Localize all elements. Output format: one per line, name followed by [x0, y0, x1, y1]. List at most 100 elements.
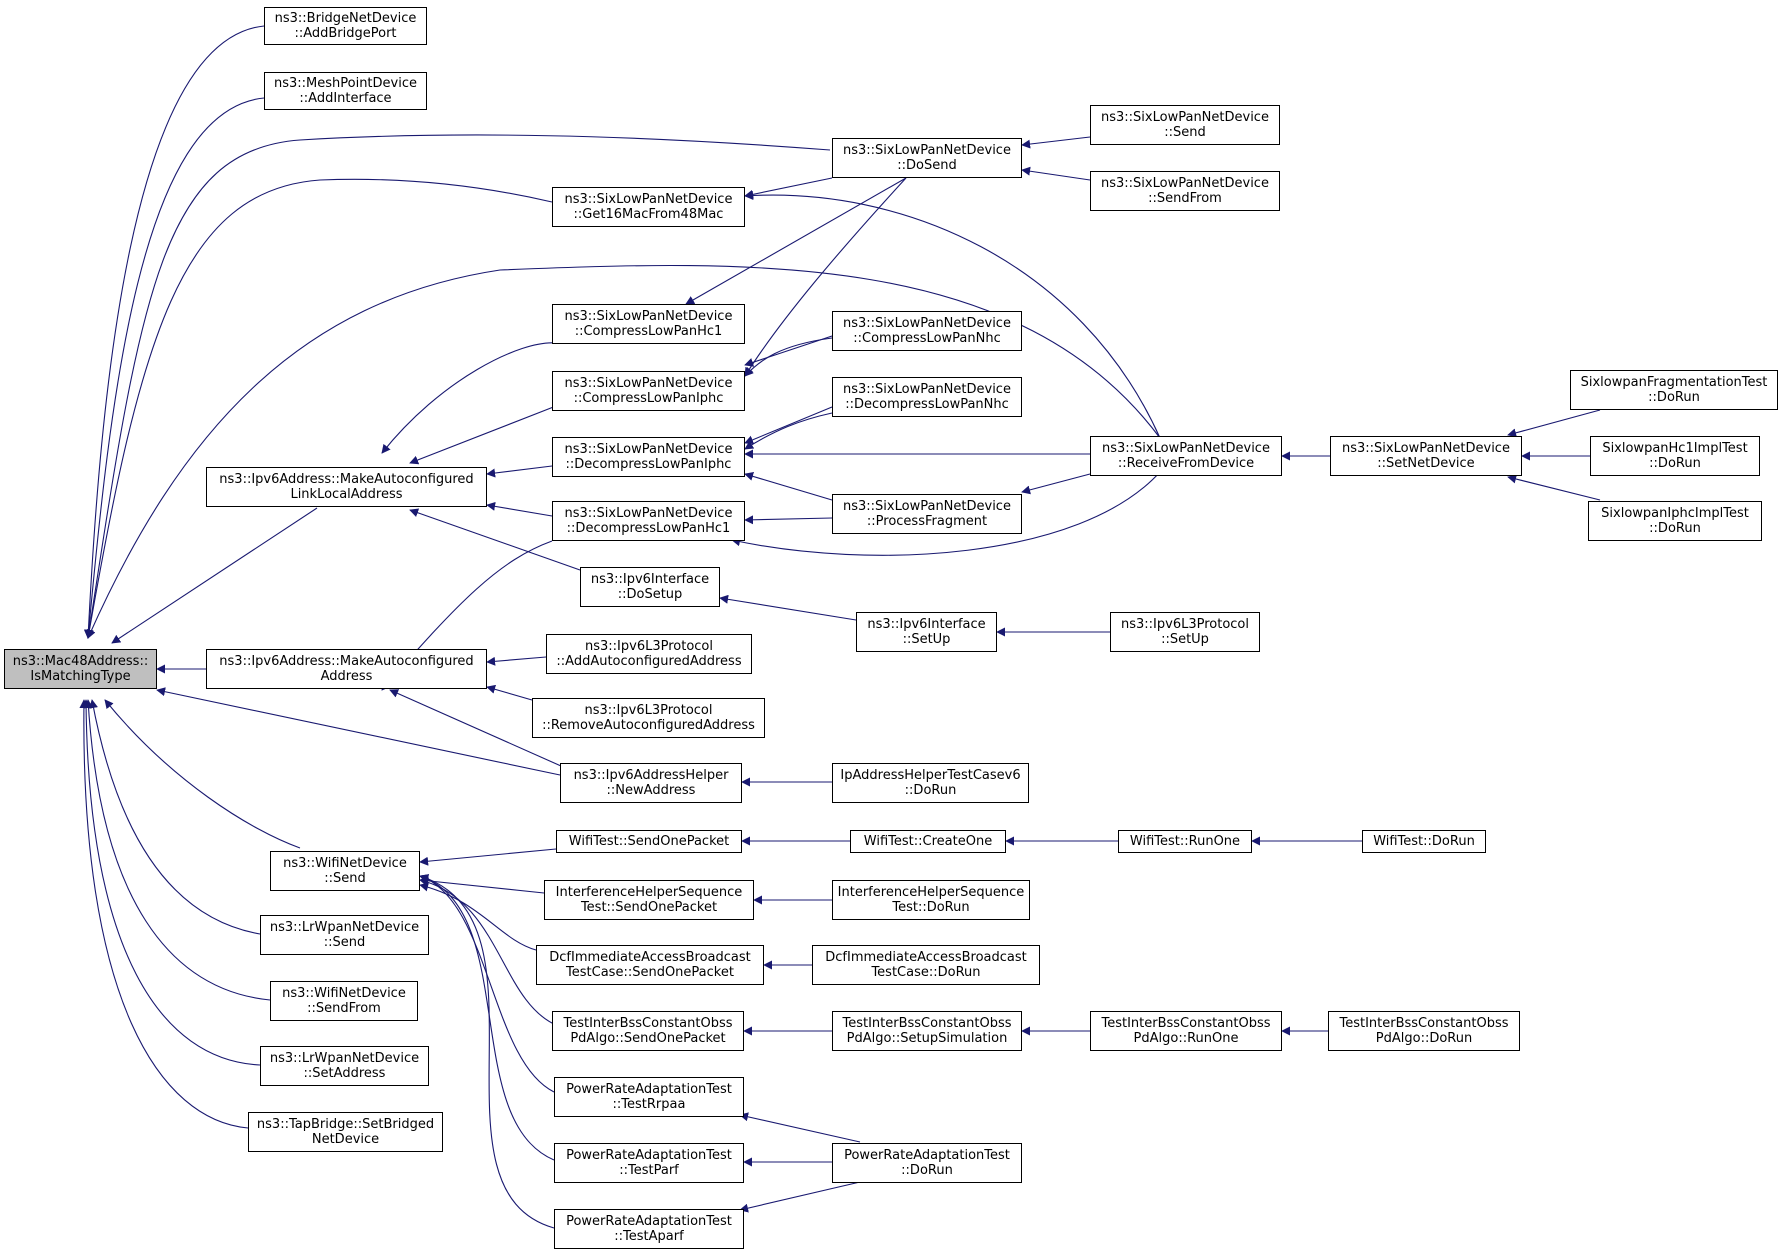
node-ipv6address-makeautoconfiguredaddress-line1: ns3::Ipv6Address::MakeAutoconfigured	[219, 654, 474, 669]
edge-root-doSend	[84, 134, 831, 639]
node-sixlowpan-sendfrom-line1: ns3::SixLowPanNetDevice	[1101, 176, 1269, 191]
node-sixlowpan-compresslowpannhc[interactable]: ns3::SixLowPanNetDevice ::CompressLowPan…	[832, 311, 1022, 351]
node-wifinetdevice-sendfrom[interactable]: ns3::WifiNetDevice ::SendFrom	[270, 981, 418, 1021]
edge-root-lrSetAddr	[81, 699, 261, 1066]
node-ipv6interface-setup[interactable]: ns3::Ipv6Interface ::SetUp	[856, 612, 997, 652]
node-testinterbssconstantobsspdalgo-setupsimulation-line2: PdAlgo::SetupSimulation	[846, 1031, 1008, 1046]
node-wifitest-dorun[interactable]: WifiTest::DoRun	[1362, 830, 1486, 853]
node-lrwpannetdevice-setaddress[interactable]: ns3::LrWpanNetDevice ::SetAddress	[260, 1046, 429, 1086]
node-sixlowpan-sendfrom[interactable]: ns3::SixLowPanNetDevice ::SendFrom	[1090, 171, 1280, 211]
node-wifitest-runone-line1: WifiTest::RunOne	[1129, 834, 1241, 849]
node-powerrateadaptationtest-testparf-line1: PowerRateAdaptationTest	[566, 1148, 732, 1163]
node-lrwpannetdevice-send[interactable]: ns3::LrWpanNetDevice ::Send	[260, 915, 429, 955]
node-tapbridge-setbridgednetdevice-line1: ns3::TapBridge::SetBridged	[256, 1117, 435, 1132]
node-sixlowpan-processfragment[interactable]: ns3::SixLowPanNetDevice ::ProcessFragmen…	[832, 494, 1022, 534]
node-sixlowpan-decompresslowpanhc1[interactable]: ns3::SixLowPanNetDevice ::DecompressLowP…	[552, 501, 745, 541]
node-ipv6addresshelper-newaddress-line1: ns3::Ipv6AddressHelper	[573, 768, 729, 783]
node-sixlowpan-setnetdevice[interactable]: ns3::SixLowPanNetDevice ::SetNetDevice	[1330, 436, 1522, 476]
node-testinterbssconstantobsspdalgo-setupsimulation-line1: TestInterBssConstantObss	[842, 1016, 1012, 1031]
node-sixlowpanfragmentationtest-dorun[interactable]: SixlowpanFragmentationTest ::DoRun	[1570, 370, 1778, 410]
node-ipv6interface-dosetup[interactable]: ns3::Ipv6Interface ::DoSetup	[580, 567, 720, 607]
node-testinterbssconstantobsspdalgo-runone-line1: TestInterBssConstantObss	[1101, 1016, 1271, 1031]
node-wifitest-createone[interactable]: WifiTest::CreateOne	[850, 830, 1006, 853]
node-testinterbssconstantobsspdalgo-setupsimulation[interactable]: TestInterBssConstantObss PdAlgo::SetupSi…	[832, 1011, 1022, 1051]
node-wifitest-sendonepacket[interactable]: WifiTest::SendOnePacket	[556, 830, 742, 853]
node-sixlowpan-dosend[interactable]: ns3::SixLowPanNetDevice ::DoSend	[832, 138, 1022, 178]
node-testinterbssconstantobsspdalgo-dorun[interactable]: TestInterBssConstantObss PdAlgo::DoRun	[1328, 1011, 1520, 1051]
node-dcfimmediateaccessbroadcasttestcase-sendonepacket[interactable]: DcfImmediateAccessBroadcast TestCase::Se…	[536, 945, 764, 985]
node-sixlowpan-send[interactable]: ns3::SixLowPanNetDevice ::Send	[1090, 105, 1280, 145]
edge-setNet-iphcTest	[1507, 474, 1601, 501]
node-sixlowpan-send-line1: ns3::SixLowPanNetDevice	[1101, 110, 1269, 125]
edge-get16-recv	[744, 190, 1161, 439]
node-ipv6l3protocol-removeautoconfiguredaddress-line1: ns3::Ipv6L3Protocol	[584, 703, 713, 718]
node-sixlowpan-sendfrom-line2: ::SendFrom	[1148, 191, 1222, 206]
node-sixlowpan-receivefromdevice[interactable]: ns3::SixLowPanNetDevice ::ReceiveFromDev…	[1090, 436, 1282, 476]
node-ipv6l3protocol-setup[interactable]: ns3::Ipv6L3Protocol ::SetUp	[1110, 612, 1260, 652]
node-sixlowpan-decompresslowpannhc[interactable]: ns3::SixLowPanNetDevice ::DecompressLowP…	[832, 377, 1022, 417]
node-powerrateadaptationtest-testrrpaa[interactable]: PowerRateAdaptationTest ::TestRrpaa	[554, 1077, 744, 1117]
node-sixlowpanfragmentationtest-dorun-line2: ::DoRun	[1648, 390, 1700, 405]
node-bridgenetdevice-addbridgeport[interactable]: ns3::BridgeNetDevice ::AddBridgePort	[264, 7, 427, 45]
node-dcfimmediateaccessbroadcasttestcase-dorun[interactable]: DcfImmediateAccessBroadcast TestCase::Do…	[812, 945, 1040, 985]
edge-mkLL-cHc1	[381, 342, 557, 454]
edge-cNhc-cIphc	[744, 332, 841, 377]
edge-root-get16	[84, 178, 553, 639]
node-sixlowpan-compresslowpaniphc-line1: ns3::SixLowPanNetDevice	[564, 376, 733, 391]
edge-root-newAddr	[156, 687, 561, 776]
node-powerrateadaptationtest-dorun-line2: ::DoRun	[901, 1163, 953, 1178]
node-wifitest-runone[interactable]: WifiTest::RunOne	[1118, 830, 1252, 853]
node-powerrateadaptationtest-testparf-line2: ::TestParf	[619, 1163, 679, 1178]
edge-wifiSend-ihSend	[419, 876, 545, 894]
node-wifinetdevice-send[interactable]: ns3::WifiNetDevice ::Send	[270, 851, 420, 891]
node-interferencehelpersequencetest-sendonepacket-line1: InterferenceHelperSequence	[555, 885, 743, 900]
node-interferencehelpersequencetest-dorun[interactable]: InterferenceHelperSequence Test::DoRun	[832, 880, 1030, 920]
node-sixlowpaniphcimpltest-dorun-line2: ::DoRun	[1649, 521, 1701, 536]
node-ipv6l3protocol-setup-line2: ::SetUp	[1161, 632, 1209, 647]
node-ipv6addresshelper-newaddress[interactable]: ns3::Ipv6AddressHelper ::NewAddress	[560, 763, 742, 803]
edge-mkAddr-remAuto	[486, 684, 533, 701]
node-testinterbssconstantobsspdalgo-dorun-line1: TestInterBssConstantObss	[1339, 1016, 1509, 1031]
edge-cHc1-doSend	[685, 177, 907, 305]
node-sixlowpan-compresslowpannhc-line2: ::CompressLowPanNhc	[853, 331, 1001, 346]
node-sixlowpan-decompresslowpaniphc[interactable]: ns3::SixLowPanNetDevice ::DecompressLowP…	[552, 437, 745, 477]
node-interferencehelpersequencetest-dorun-line1: InterferenceHelperSequence	[837, 885, 1025, 900]
node-ipv6l3protocol-removeautoconfiguredaddress[interactable]: ns3::Ipv6L3Protocol ::RemoveAutoconfigur…	[532, 698, 765, 738]
node-sixlowpanhc1impltest-dorun[interactable]: SixlowpanHc1ImplTest ::DoRun	[1590, 436, 1760, 476]
node-tapbridge-setbridgednetdevice[interactable]: ns3::TapBridge::SetBridged NetDevice	[248, 1112, 443, 1152]
node-sixlowpan-get16macfrom48mac[interactable]: ns3::SixLowPanNetDevice ::Get16MacFrom48…	[552, 187, 745, 227]
node-powerrateadaptationtest-testrrpaa-line2: ::TestRrpaa	[612, 1097, 686, 1112]
node-sixlowpan-compresslowpanhc1[interactable]: ns3::SixLowPanNetDevice ::CompressLowPan…	[552, 304, 745, 344]
node-meshpointdevice-addinterface[interactable]: ns3::MeshPointDevice ::AddInterface	[264, 72, 427, 110]
node-tapbridge-setbridgednetdevice-line2: NetDevice	[311, 1132, 380, 1147]
node-powerrateadaptationtest-testaparf[interactable]: PowerRateAdaptationTest ::TestAparf	[554, 1209, 744, 1249]
node-testinterbssconstantobsspdalgo-runone[interactable]: TestInterBssConstantObss PdAlgo::RunOne	[1090, 1011, 1282, 1051]
node-ipv6address-makeautoconfiguredlinklocaladdress[interactable]: ns3::Ipv6Address::MakeAutoconfigured Lin…	[206, 467, 487, 507]
node-sixlowpan-processfragment-line1: ns3::SixLowPanNetDevice	[843, 499, 1011, 514]
node-bridgenetdevice-addbridgeport-line2: ::AddBridgePort	[294, 26, 397, 41]
edge-wifiSend-tibSend	[419, 877, 557, 1026]
edge-root-lrSend	[89, 699, 261, 935]
node-sixlowpan-setnetdevice-line2: ::SetNetDevice	[1377, 456, 1475, 471]
edge-wifiSend-sendOne	[419, 848, 557, 866]
node-interferencehelpersequencetest-sendonepacket[interactable]: InterferenceHelperSequence Test::SendOne…	[544, 880, 754, 920]
edge-mkLL-cIphc	[409, 405, 557, 465]
node-ipv6address-makeautoconfiguredaddress[interactable]: ns3::Ipv6Address::MakeAutoconfigured Add…	[206, 649, 487, 689]
edge-mkLL-dIphc	[486, 465, 553, 478]
edge-doSend-send6	[1021, 136, 1091, 149]
node-sixlowpan-setnetdevice-line1: ns3::SixLowPanNetDevice	[1342, 441, 1510, 456]
node-sixlowpan-compresslowpaniphc[interactable]: ns3::SixLowPanNetDevice ::CompressLowPan…	[552, 371, 745, 411]
node-ipv6l3protocol-addautoconfiguredaddress[interactable]: ns3::Ipv6L3Protocol ::AddAutoconfiguredA…	[546, 634, 752, 674]
node-powerrateadaptationtest-dorun[interactable]: PowerRateAdaptationTest ::DoRun	[832, 1143, 1022, 1183]
edge-wifiSend-rrpaa	[419, 874, 555, 1093]
node-sixlowpaniphcimpltest-dorun[interactable]: SixlowpanIphcImplTest ::DoRun	[1588, 501, 1762, 541]
node-wifitest-createone-line1: WifiTest::CreateOne	[863, 834, 993, 849]
node-ipv6interface-setup-line2: ::SetUp	[902, 632, 951, 647]
node-interferencehelpersequencetest-dorun-line2: Test::DoRun	[892, 900, 970, 915]
node-powerrateadaptationtest-testparf[interactable]: PowerRateAdaptationTest ::TestParf	[554, 1143, 744, 1183]
node-ipaddresshelpertestcasev6-dorun[interactable]: IpAddressHelperTestCasev6 ::DoRun	[832, 763, 1029, 803]
node-testinterbssconstantobsspdalgo-sendonepacket[interactable]: TestInterBssConstantObss PdAlgo::SendOne…	[552, 1011, 744, 1051]
node-ipaddresshelpertestcasev6-dorun-line2: ::DoRun	[904, 783, 957, 798]
node-powerrateadaptationtest-testaparf-line2: ::TestAparf	[614, 1229, 684, 1244]
node-testinterbssconstantobsspdalgo-sendonepacket-line1: TestInterBssConstantObss	[563, 1016, 733, 1031]
